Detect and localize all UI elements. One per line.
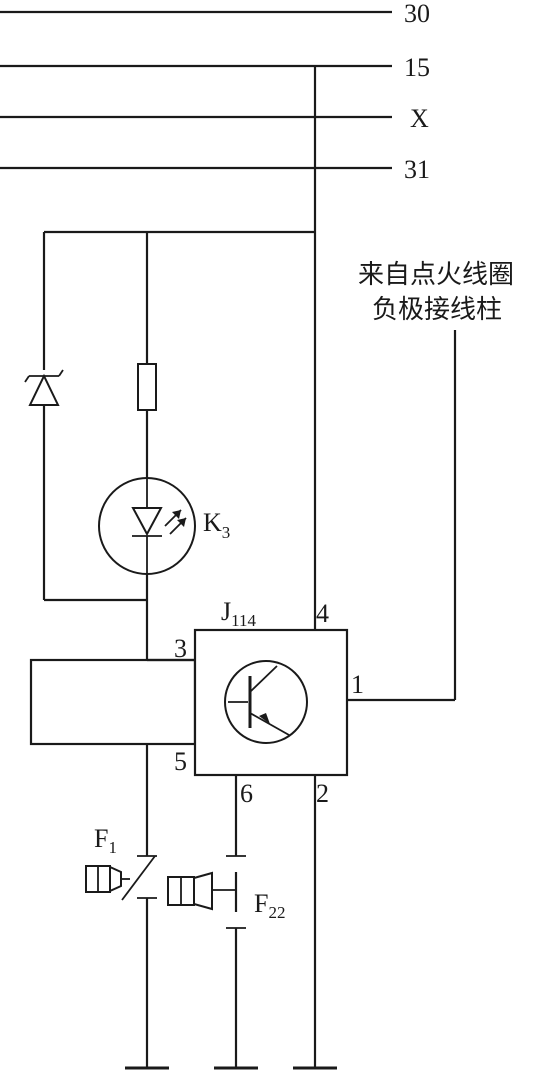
diode-icon — [24, 369, 64, 406]
rail-30-label: 30 — [404, 0, 430, 28]
k3-label: K3 — [203, 508, 230, 542]
pin-5-label: 5 — [174, 747, 187, 776]
note-line-2: 负极接线柱 — [372, 295, 502, 325]
f22-label: F22 — [254, 889, 285, 922]
rail-x: X — [0, 104, 429, 133]
transistor-icon — [224, 660, 308, 744]
rail-15-label: 15 — [404, 53, 430, 82]
f22-actuator-icon — [167, 871, 213, 911]
f1-label: F1 — [94, 824, 117, 857]
external-module-box — [29, 658, 197, 746]
led-k3-icon — [98, 477, 196, 575]
j114-label: J114 — [221, 597, 256, 630]
note-line-1: 来自点火线圈 — [358, 260, 514, 290]
rail-15: 15 — [0, 53, 430, 82]
rail-x-label: X — [410, 104, 429, 133]
rail-31: 31 — [0, 155, 430, 184]
resistor-icon — [137, 363, 157, 411]
rail-30: 30 — [0, 0, 430, 28]
pin-3-label: 3 — [174, 634, 187, 663]
f1-actuator-icon — [85, 865, 130, 893]
pin-1-label: 1 — [351, 670, 364, 699]
rail-31-label: 31 — [404, 155, 430, 184]
pin-6-label: 6 — [240, 779, 253, 808]
pin-4-label: 4 — [316, 599, 329, 628]
f1-blade — [121, 855, 156, 901]
pin-2-label: 2 — [316, 779, 329, 808]
